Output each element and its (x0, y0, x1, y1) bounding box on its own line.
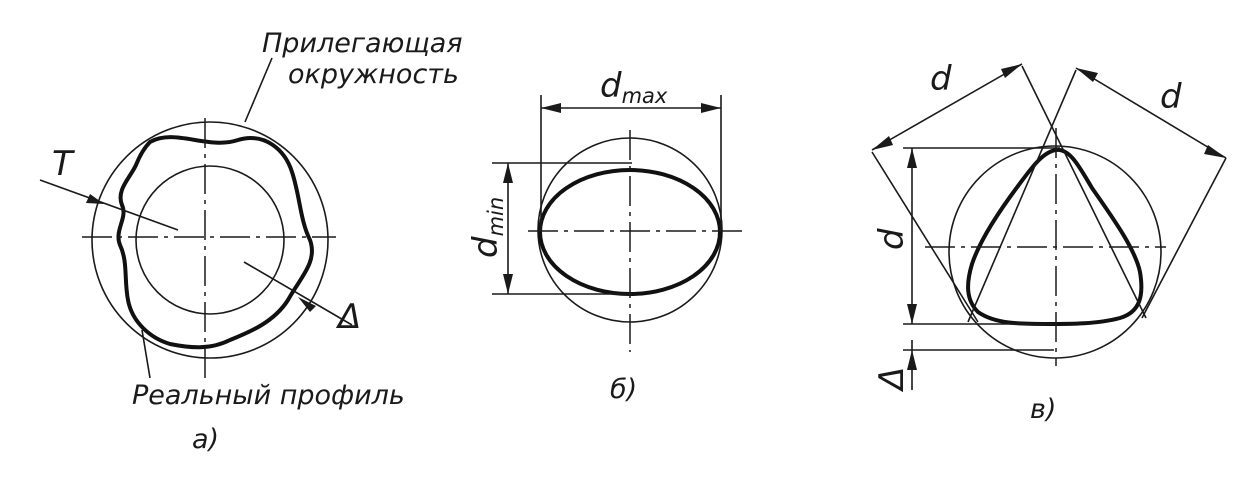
deviation-symbol: Δ (335, 297, 361, 337)
d-left-arrow-start-icon (872, 136, 893, 150)
adjacent-circle (91, 121, 329, 359)
d-right-arrow-end-icon (1204, 145, 1226, 158)
adjacent-circle-label-line1: Прилегающая (262, 28, 463, 59)
real-profile-label: Реальный профиль (132, 380, 405, 411)
lobed-profile (966, 147, 1144, 326)
real-profile-leader (141, 329, 151, 379)
d-left-dimension-line (871, 63, 1023, 151)
delta-label: Δ (872, 367, 912, 393)
d-right-dimension-line (1075, 67, 1227, 159)
d-left-arrow-end-icon (1001, 64, 1022, 78)
real-profile (116, 135, 314, 350)
caption-b: б) (610, 374, 637, 405)
dmin-subscript: min (484, 197, 508, 237)
prism-apex-left (1021, 65, 1147, 319)
deviation-leader (243, 261, 353, 326)
prism-line-left (871, 151, 979, 323)
d-vertical-arrow-top-icon (907, 148, 917, 168)
caption-c: в) (1030, 394, 1056, 425)
dmax-label: dmax (600, 66, 668, 108)
delta-arrow-icon (907, 350, 917, 370)
figure-a: T Δ Прилегающая окружность Реальный проф… (39, 28, 463, 455)
dmin-arrow-top-icon (503, 163, 513, 183)
d-left-label: d (930, 59, 952, 99)
dmax-arrow-left-icon (541, 103, 561, 113)
deviation-arrow-icon (298, 297, 316, 312)
figure-c: d d d Δ в) (871, 59, 1227, 425)
dmax-subscript: max (622, 84, 668, 108)
dmin-base: d (466, 236, 506, 258)
prism-apex-right (967, 69, 1077, 323)
prism-line-right (1141, 157, 1227, 319)
dmax-base: d (600, 66, 622, 106)
inscribed-circle (135, 165, 285, 315)
d-vertical-arrow-bottom-icon (907, 304, 917, 324)
caption-a: а) (192, 424, 219, 455)
tolerance-symbol: T (52, 144, 75, 184)
adjacent-circle (948, 145, 1162, 359)
dmin-label: dmin (466, 197, 508, 258)
tolerance-leader (39, 179, 179, 231)
adjacent-circle-label-line2: окружность (288, 59, 459, 90)
adjacent-circle-leader (244, 57, 273, 123)
dmax-arrow-right-icon (701, 103, 721, 113)
dmin-arrow-bottom-icon (503, 274, 513, 294)
d-right-label: d (1160, 77, 1182, 117)
d-right-arrow-start-icon (1076, 68, 1098, 82)
d-vertical-label: d (872, 228, 912, 250)
tolerance-arrow-icon (86, 194, 104, 204)
figure-b: dmax dmin б) (466, 66, 748, 405)
